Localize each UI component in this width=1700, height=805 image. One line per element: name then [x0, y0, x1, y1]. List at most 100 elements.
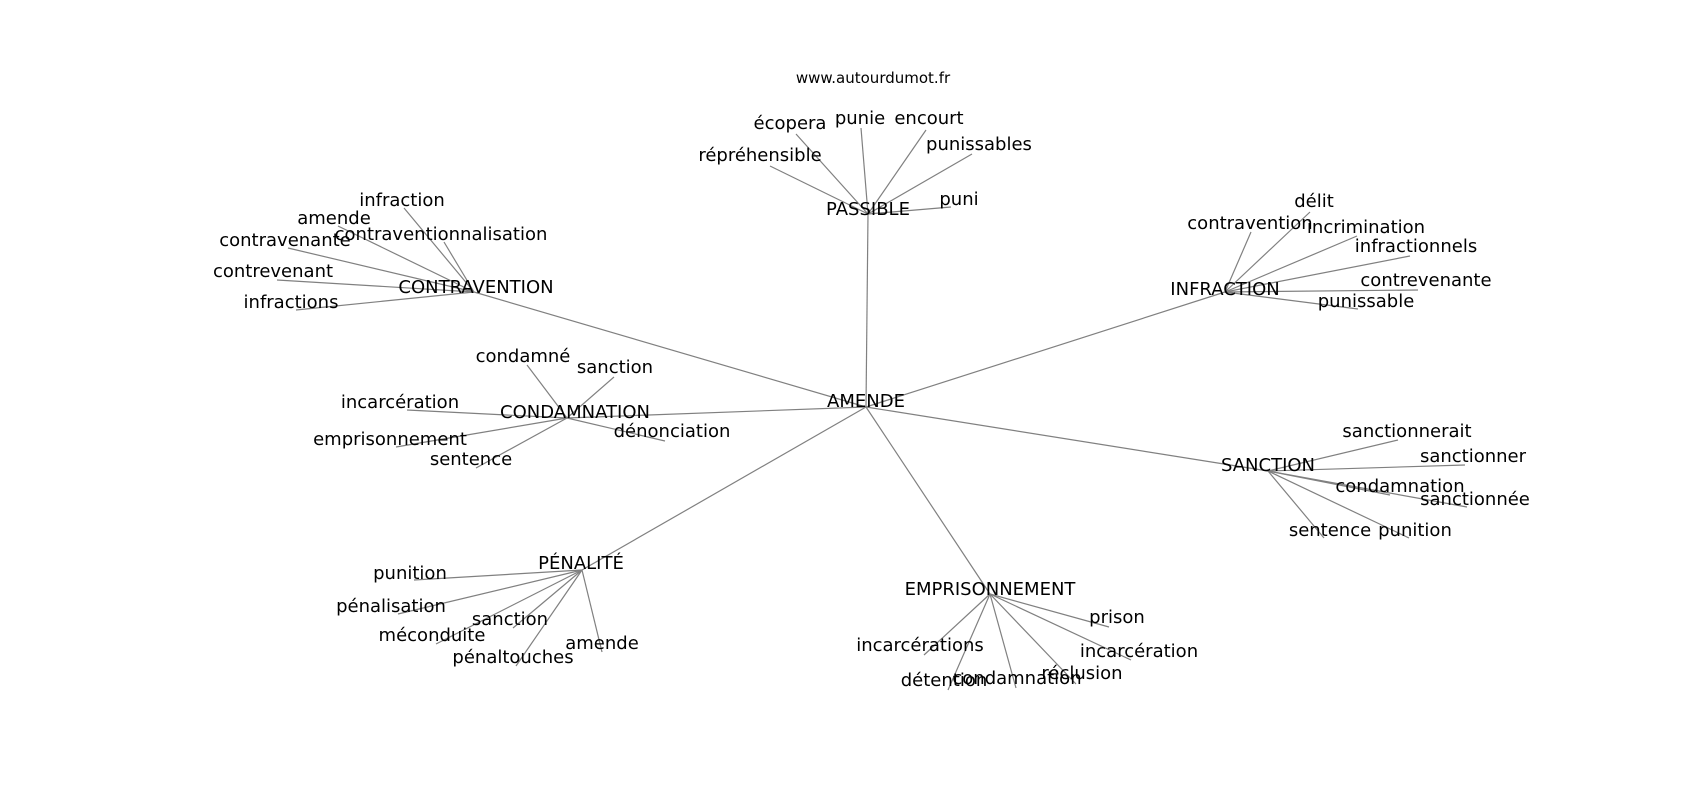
node-leaf: punition: [373, 563, 447, 584]
edge-emprisonnement-leaf: [989, 593, 1017, 689]
edge-contravention-leaf: [337, 225, 475, 293]
edge-passible-leaf: [860, 127, 869, 215]
node-leaf: sentence: [1289, 520, 1371, 541]
edge-center-sanction: [865, 406, 1269, 472]
node-center: AMENDE: [827, 391, 905, 412]
edge-condamnation-leaf: [566, 376, 615, 419]
node-leaf: incrimination: [1307, 217, 1425, 238]
edge-contravention-leaf: [443, 241, 475, 293]
node-leaf: écopera: [754, 113, 827, 134]
node-leaf: contrevenante: [1360, 270, 1491, 291]
edge-contravention-leaf: [403, 207, 475, 293]
node-leaf: incarcération: [1080, 641, 1198, 662]
edge-passible-leaf: [795, 133, 869, 215]
edge-infraction-leaf: [1224, 231, 1252, 293]
edge-emprisonnement-leaf: [989, 593, 1077, 685]
node-leaf: sanctionnerait: [1342, 421, 1471, 442]
edge-infraction-leaf: [1224, 235, 1358, 293]
edge-penalite-leaf: [435, 569, 583, 645]
node-leaf: prison: [1089, 607, 1145, 628]
edge-sanction-leaf: [1267, 470, 1468, 508]
edge-emprisonnement-leaf: [923, 593, 991, 656]
node-leaf: délit: [1294, 191, 1334, 212]
edge-condamnation-leaf: [406, 409, 568, 419]
node-leaf: punissables: [926, 134, 1032, 155]
node-leaf: emprisonnement: [313, 429, 467, 450]
edge-sanction-leaf: [1267, 470, 1410, 539]
edge-penalite-leaf: [515, 569, 583, 667]
edge-passible-leaf: [867, 153, 973, 215]
node-hub-contravention: CONTRAVENTION: [398, 277, 553, 298]
node-leaf: pénaltouches: [452, 647, 573, 668]
node-leaf: amende: [565, 633, 639, 654]
node-leaf: amende: [297, 208, 371, 229]
node-leaf: sanctionnée: [1420, 489, 1530, 510]
edge-emprisonnement-leaf: [947, 593, 991, 691]
edge-center-infraction: [865, 291, 1226, 408]
edge-contravention-leaf: [276, 279, 475, 293]
edge-condamnation-leaf: [526, 364, 568, 419]
node-leaf: puni: [939, 189, 978, 210]
edge-sanction-leaf: [1267, 470, 1325, 539]
node-leaf: détention: [901, 670, 988, 691]
node-leaf: infraction: [359, 190, 445, 211]
edge-center-contravention: [473, 291, 867, 408]
edge-center-condamnation: [566, 406, 867, 419]
edge-penalite-leaf: [581, 569, 603, 653]
edge-condamnation-leaf: [395, 417, 568, 448]
edge-emprisonnement-leaf: [989, 593, 1132, 661]
node-leaf: contravenante: [219, 230, 351, 251]
edge-passible-leaf: [867, 129, 927, 215]
edge-infraction-leaf: [1224, 291, 1359, 310]
edge-condamnation-leaf: [475, 417, 568, 469]
node-leaf: sentence: [430, 449, 512, 470]
node-leaf: méconduite: [379, 625, 486, 646]
node-leaf: contravention: [1187, 213, 1312, 234]
node-hub-penalite: PÉNALITÉ: [538, 552, 624, 574]
node-leaf: réclusion: [1041, 663, 1122, 684]
edge-sanction-leaf: [1267, 464, 1466, 472]
node-hub-sanction: SANCTION: [1221, 455, 1315, 476]
edge-penalite-leaf: [413, 569, 583, 581]
edge-penalite-leaf: [397, 569, 583, 615]
edges-layer: [276, 127, 1468, 691]
node-leaf: contrevenant: [213, 261, 333, 282]
node-leaf: incarcération: [341, 392, 459, 413]
edge-center-penalite: [581, 406, 867, 571]
node-leaf: sanction: [577, 357, 653, 378]
node-leaf: encourt: [894, 108, 963, 129]
edge-infraction-leaf: [1224, 289, 1419, 293]
edge-center-emprisonnement: [865, 406, 991, 595]
edge-penalite-leaf: [512, 569, 583, 629]
node-leaf: pénalisation: [336, 596, 446, 617]
edge-contravention-leaf: [287, 247, 475, 293]
node-hub-condamnation: CONDAMNATION: [500, 402, 650, 423]
node-leaf: condamnation: [1335, 476, 1464, 497]
node-leaf: sanctionner: [1420, 446, 1527, 467]
node-leaf: sanction: [472, 609, 548, 630]
site-url: www.autourdumot.fr: [796, 69, 951, 87]
node-leaf: infractionnels: [1355, 236, 1477, 257]
node-leaf: punition: [1378, 520, 1452, 541]
node-leaf: infractions: [244, 292, 339, 313]
node-leaf: condamné: [476, 346, 571, 367]
node-leaf: punissable: [1318, 291, 1415, 312]
edge-contravention-leaf: [295, 291, 475, 311]
edge-passible-leaf: [867, 206, 952, 215]
node-leaf: punie: [835, 108, 885, 129]
edge-passible-leaf: [769, 165, 869, 215]
node-hub-infraction: INFRACTION: [1170, 279, 1279, 300]
node-leaf: condamnation: [952, 668, 1081, 689]
edge-sanction-leaf: [1267, 439, 1399, 472]
node-leaf: incarcérations: [856, 635, 984, 656]
edge-infraction-leaf: [1224, 211, 1311, 293]
node-hub-passible: PASSIBLE: [826, 199, 910, 220]
node-hub-emprisonnement: EMPRISONNEMENT: [905, 579, 1077, 600]
edge-center-passible: [865, 213, 869, 408]
edge-condamnation-leaf: [566, 417, 666, 442]
node-leaf: répréhensible: [698, 145, 821, 166]
edge-emprisonnement-leaf: [989, 593, 1110, 628]
